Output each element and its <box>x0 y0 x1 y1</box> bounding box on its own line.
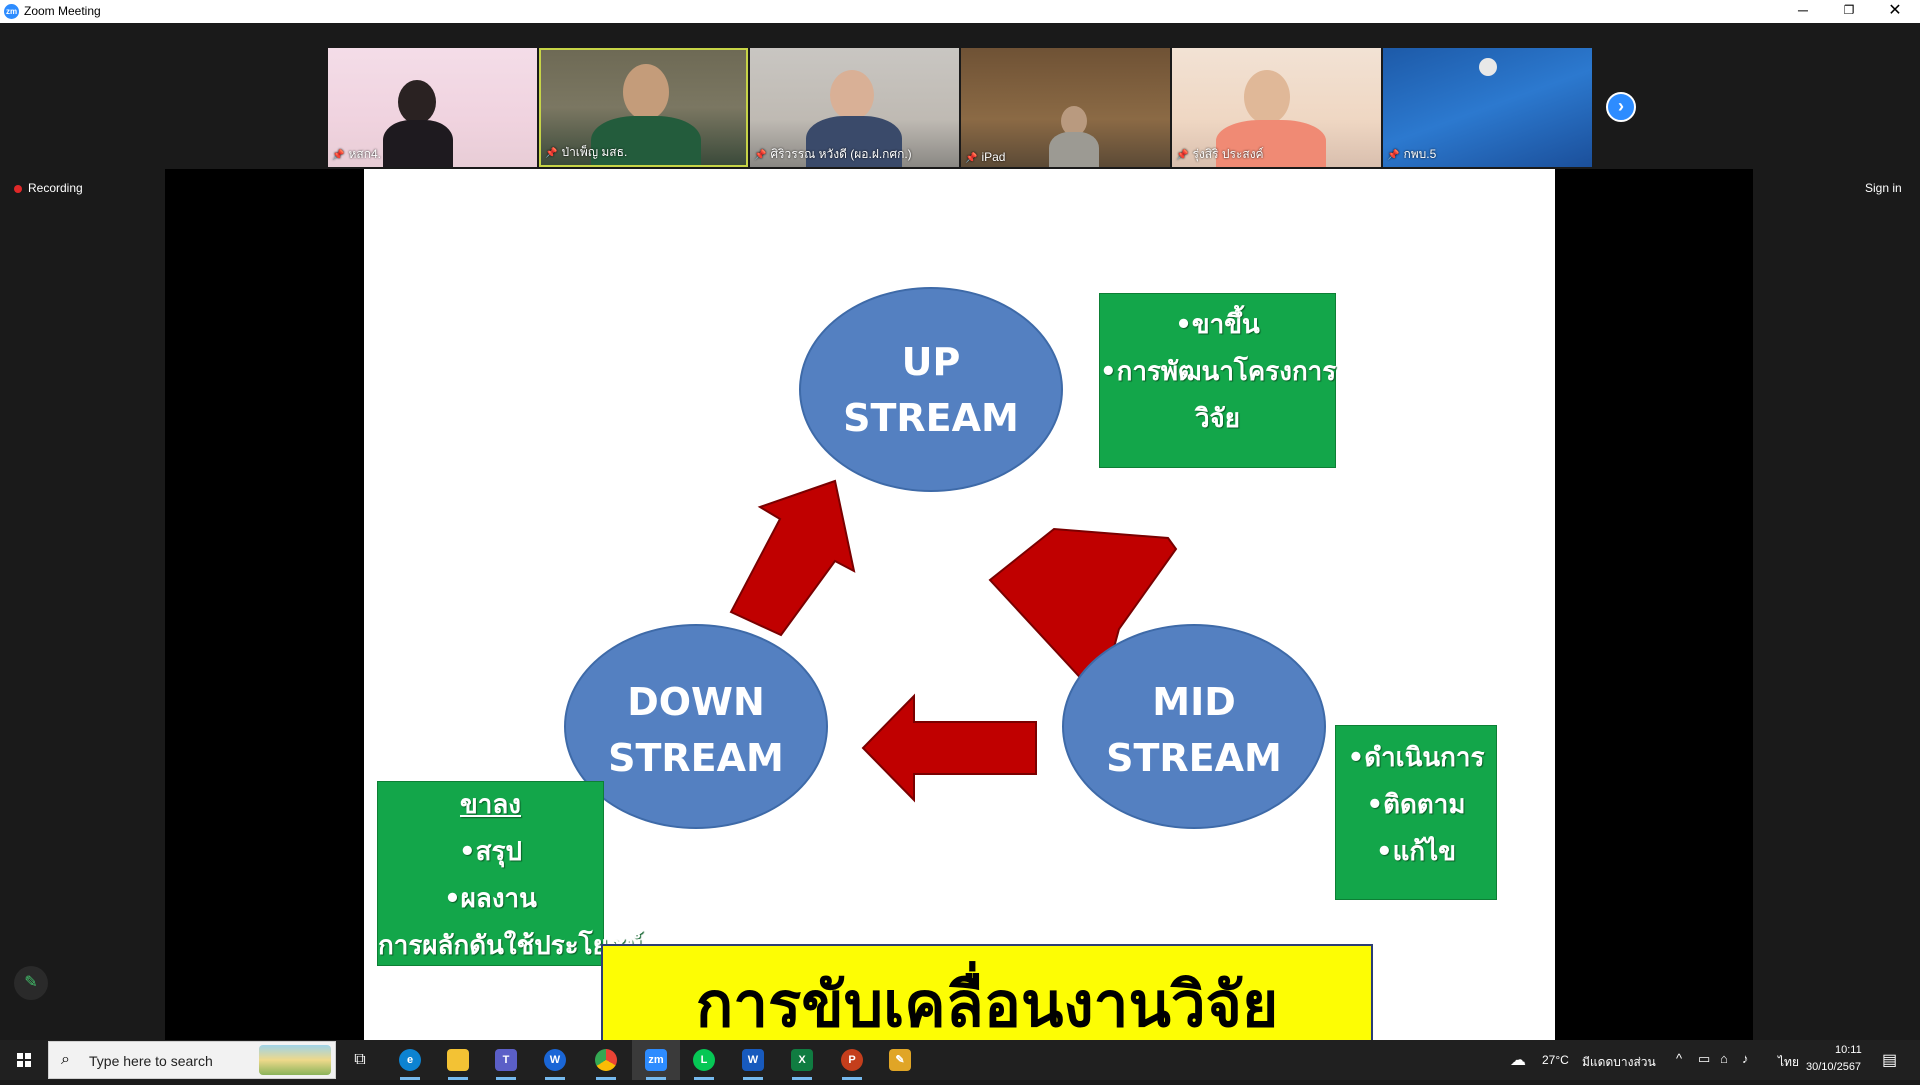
upstream-notes: •ขาขึ้น •การพัฒนาโครงการ วิจัย <box>1099 293 1336 468</box>
teams-icon[interactable]: T <box>482 1040 530 1080</box>
downstream-ellipse: DOWN STREAM <box>564 624 828 829</box>
arrow-mid-to-down <box>861 693 1037 803</box>
cycle-arrows <box>729 479 1178 803</box>
chrome-icon[interactable] <box>582 1040 630 1080</box>
pin-icon: 📌 <box>1387 150 1400 161</box>
clock-time[interactable]: 10:11 <box>1835 1044 1862 1056</box>
system-tray: ☁ 27°C มีแดดบางส่วน ^ ▭ ⌂ ♪ ไทย 10:11 30… <box>1502 1040 1920 1080</box>
start-button[interactable] <box>0 1040 48 1080</box>
clock-date[interactable]: 30/10/2567 <box>1806 1061 1862 1073</box>
window-title-bar: zm Zoom Meeting ─ ❐ ✕ <box>0 0 1920 24</box>
participant-video-1[interactable]: 📌หสก4. <box>328 48 537 167</box>
participant-body <box>1049 132 1099 167</box>
participant-body <box>1216 120 1326 167</box>
pin-icon: 📌 <box>545 148 558 159</box>
participant-body <box>591 116 701 165</box>
pin-icon: 📌 <box>1176 150 1189 161</box>
meet-now-icon[interactable]: ▭ <box>1698 1051 1711 1066</box>
recording-indicator[interactable]: Recording <box>14 181 83 195</box>
arrow-down-to-up <box>729 479 856 637</box>
participant-video-3[interactable]: 📌ศิริวรรณ หวังดี (ผอ.ฝ.กศก.) <box>750 48 959 167</box>
volume-icon[interactable]: ♪ <box>1742 1051 1749 1066</box>
pin-icon: 📌 <box>332 150 345 161</box>
sticky-app-icon[interactable]: ✎ <box>876 1040 924 1080</box>
window-title: Zoom Meeting <box>24 4 101 18</box>
zoom-logo-icon: zm <box>4 4 19 19</box>
participant-video-2[interactable]: 📌ป่าเพ็ญ มสธ. <box>539 48 748 167</box>
pin-icon: 📌 <box>965 153 978 164</box>
participant-name: 📌กพบ.5 <box>1387 147 1437 161</box>
participant-head <box>1061 106 1087 136</box>
word-icon[interactable]: W <box>729 1040 777 1080</box>
participant-head <box>398 80 436 124</box>
midstream-notes: •ดำเนินการ •ติดตาม •แก้ไข <box>1335 725 1497 900</box>
shared-slide: UP STREAM MID STREAM DOWN STREAM •ขาขึ้น… <box>364 169 1555 1062</box>
network-icon[interactable]: ⌂ <box>1720 1051 1728 1066</box>
slide-title: การขับเคลื่อนงานวิจัย <box>695 968 1279 1041</box>
participant-body <box>383 120 453 167</box>
show-hidden-icons-icon[interactable]: ^ <box>1676 1051 1683 1066</box>
recording-dot-icon <box>14 184 22 193</box>
arrow-up-to-mid <box>988 527 1178 702</box>
participant-head <box>1244 70 1290 124</box>
participant-head <box>623 64 669 120</box>
participant-name: 📌ศิริวรรณ หวังดี (ผอ.ฝ.กศก.) <box>754 147 912 161</box>
annotate-pencil-icon[interactable]: ✎ <box>14 966 48 1000</box>
close-button[interactable]: ✕ <box>1888 2 1902 19</box>
search-placeholder: Type here to search <box>89 1053 213 1069</box>
sign-in-link[interactable]: Sign in <box>1865 181 1902 195</box>
powerpoint-icon[interactable]: P <box>828 1040 876 1080</box>
downstream-notes: ขาลง •สรุป •ผลงาน การผลักดันใช้ประโยชน์ <box>377 781 643 966</box>
minimize-button[interactable]: ─ <box>1798 2 1808 18</box>
pin-icon: 📌 <box>754 150 767 161</box>
participant-logo <box>1479 58 1497 76</box>
file-explorer-icon[interactable] <box>434 1040 482 1080</box>
zoom-taskbar-icon[interactable]: zm <box>632 1040 680 1080</box>
taskbar-search-box[interactable]: ⌕ Type here to search <box>48 1041 336 1079</box>
excel-icon[interactable]: X <box>778 1040 826 1080</box>
task-view-icon[interactable]: ⧉ <box>354 1051 366 1068</box>
weather-temp[interactable]: 27°C <box>1542 1053 1569 1067</box>
search-icon: ⌕ <box>61 1051 70 1068</box>
participant-video-6[interactable]: 📌กพบ.5 <box>1383 48 1592 167</box>
edge-icon[interactable]: e <box>386 1040 434 1080</box>
participant-name: 📌iPad <box>965 150 1006 164</box>
upstream-ellipse: UP STREAM <box>799 287 1063 492</box>
next-participants-button[interactable]: › <box>1606 92 1636 122</box>
webex-icon[interactable]: W <box>531 1040 579 1080</box>
input-language[interactable]: ไทย <box>1778 1055 1799 1069</box>
windows-logo-icon <box>17 1053 31 1067</box>
participant-body <box>806 116 902 167</box>
midstream-ellipse: MID STREAM <box>1062 624 1326 829</box>
participant-video-5[interactable]: 📌รุ่งสิริ ประสงค์ <box>1172 48 1381 167</box>
weather-icon[interactable]: ☁ <box>1510 1052 1526 1069</box>
meeting-area: 📌หสก4. 📌ป่าเพ็ญ มสธ. 📌ศิริวรรณ หวังดี (ผ… <box>0 23 1920 1062</box>
search-highlight-image <box>259 1045 331 1075</box>
restore-button[interactable]: ❐ <box>1843 3 1855 17</box>
windows-taskbar: ⌕ Type here to search ⧉ e T W zm L W X P… <box>0 1040 1920 1080</box>
line-icon[interactable]: L <box>680 1040 728 1080</box>
participant-video-4[interactable]: 📌iPad <box>961 48 1170 167</box>
participant-name: 📌ป่าเพ็ญ มสธ. <box>545 145 628 159</box>
weather-description[interactable]: มีแดดบางส่วน <box>1582 1055 1656 1069</box>
participant-name: 📌หสก4. <box>332 147 381 161</box>
participant-head <box>830 70 874 120</box>
participant-name: 📌รุ่งสิริ ประสงค์ <box>1176 147 1264 161</box>
notifications-icon[interactable]: ▤ <box>1882 1052 1898 1069</box>
